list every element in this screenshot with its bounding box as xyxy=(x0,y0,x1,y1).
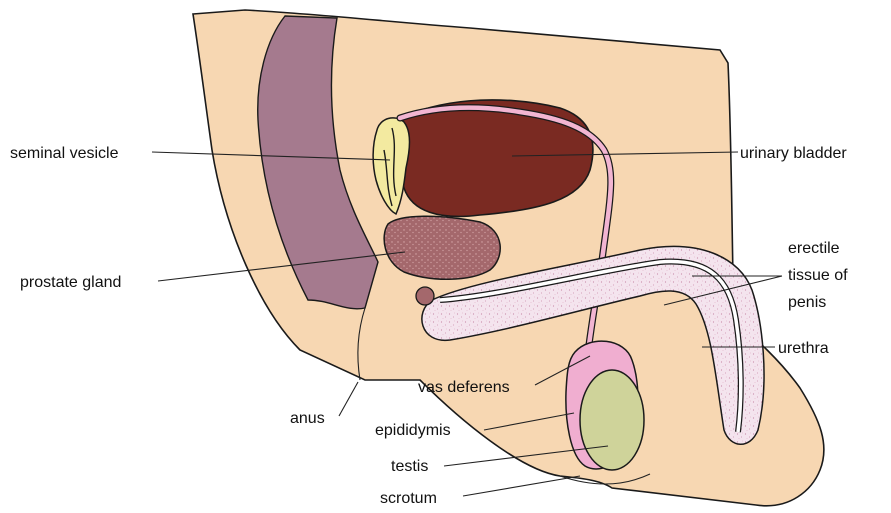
label-urethra: urethra xyxy=(778,340,829,357)
label-erectile-line2: tissue of xyxy=(788,267,848,284)
bulbourethral-gland xyxy=(416,287,434,305)
label-scrotum: scrotum xyxy=(380,490,437,507)
label-erectile-line3: penis xyxy=(788,294,826,311)
label-epididymis: epididymis xyxy=(375,422,451,439)
scrotum-leader xyxy=(463,476,580,496)
anus-leader xyxy=(339,382,358,416)
label-prostate-gland: prostate gland xyxy=(20,274,121,291)
label-erectile-line1: erectile xyxy=(788,240,840,257)
label-anus: anus xyxy=(290,410,325,427)
prostate-gland-shape xyxy=(384,216,500,279)
label-vas-deferens: vas deferens xyxy=(418,379,510,396)
testis-shape xyxy=(580,370,644,470)
label-urinary-bladder: urinary bladder xyxy=(740,145,847,162)
label-testis: testis xyxy=(391,458,428,475)
label-seminal-vesicle: seminal vesicle xyxy=(10,145,119,162)
